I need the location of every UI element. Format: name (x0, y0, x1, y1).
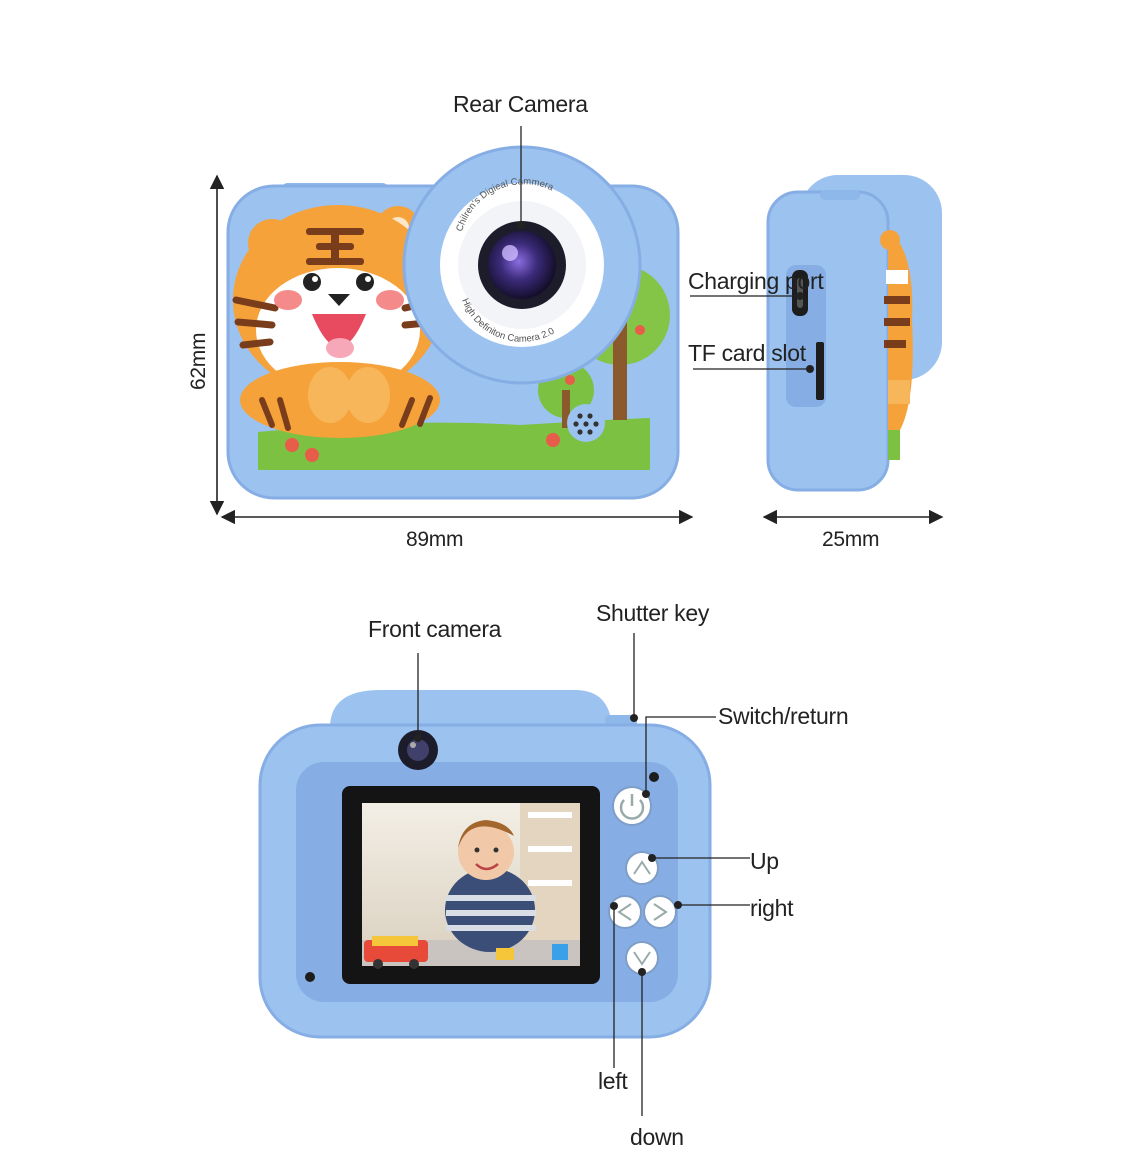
tiger-side-icon (880, 230, 913, 460)
power-switch-button (612, 786, 652, 826)
camera-back-view (258, 690, 712, 1039)
tf-card-slot (816, 342, 824, 400)
rear-camera-label: Rear Camera (453, 91, 588, 117)
rear-camera-lens-icon (402, 145, 642, 385)
depth-dimension-label: 25mm (822, 528, 880, 551)
screen-photo-child (362, 803, 580, 969)
camera-side-view (766, 175, 942, 492)
tiger-mascot-icon (232, 205, 444, 438)
right-label: right (750, 895, 794, 921)
left-label: left (598, 1068, 628, 1094)
height-dimension-label: 62mm (187, 332, 210, 390)
speaker-icon (567, 404, 605, 442)
leader-dots (414, 221, 814, 976)
shutter-key-label: Shutter key (596, 600, 710, 626)
dimension-arrows (209, 174, 944, 525)
up-label: Up (750, 848, 779, 874)
tf-card-slot-label: TF card slot (688, 340, 806, 366)
width-dimension-label: 89mm (406, 528, 464, 551)
right-button (643, 895, 677, 929)
camera-front-view (226, 145, 680, 500)
charging-port-label: Charging port (688, 268, 824, 294)
leader-lines (417, 126, 810, 1116)
down-label: down (630, 1124, 684, 1150)
switch-return-label: Switch/return (718, 703, 849, 729)
front-camera-label: Front camera (368, 616, 502, 642)
